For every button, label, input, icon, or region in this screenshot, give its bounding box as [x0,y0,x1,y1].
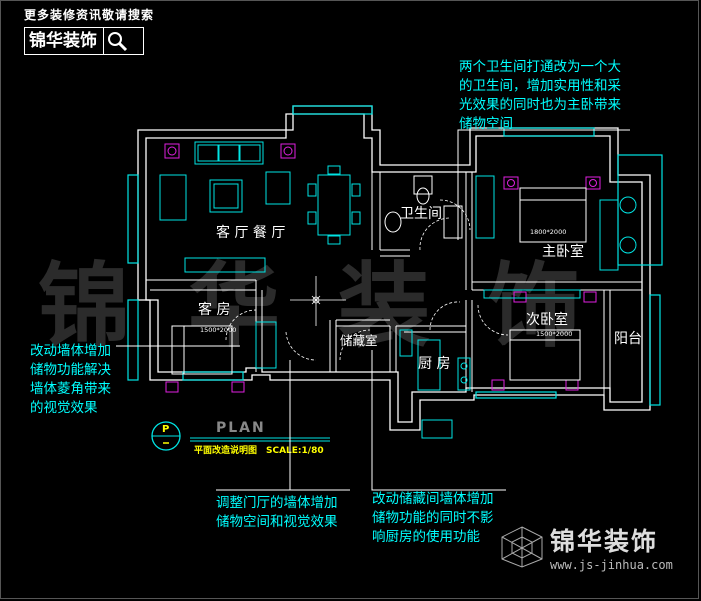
plan-axes [290,276,346,326]
note-storage: 改动储藏间墙体增加 储物功能的同时不影 响厨房的使用功能 [372,490,494,547]
kitchen-fixtures [399,329,471,439]
living-furniture [159,141,361,273]
bathroom-fixtures [384,175,495,239]
room-label-storage: 储藏室 [340,333,378,348]
bed-size-guest: 1500*2000 [200,326,236,334]
brand-header: 更多装修资讯敬请搜索 锦华装饰 [24,6,154,55]
plan-scale: SCALE:1/80 [266,446,324,456]
plan-symbol-letter: P [162,424,169,435]
room-label-master: 主卧室 [542,243,584,260]
room-label-balcony: 阳台 [614,331,642,347]
note-bathroom-line: 光效果的同时也为主卧带来 [459,97,621,113]
bed-dimensions: 1800*2000 1500*2000 1500*2000 [200,228,572,338]
note-guestroom-line: 的视觉效果 [30,400,98,416]
windows [127,105,663,406]
brand-name: 锦华装饰 [25,28,104,54]
plan-caption: 平面改造说明图 [194,444,257,456]
note-guestroom-line: 储物功能解决 [30,362,111,378]
bed-size-master: 1800*2000 [530,228,566,236]
note-guestroom-line: 改动墙体增加 [30,343,111,359]
room-label-guest: 客 房 [198,301,230,318]
note-bathroom: 两个卫生间打通改为一个大 的卫生间，增加实用性和采 光效果的同时也为主卧带来 储… [459,58,621,134]
brand-url[interactable]: www.js-jinhua.com [550,558,673,572]
annotation-leaders [116,129,630,491]
closets [255,196,637,391]
note-guestroom-line: 墙体菱角带来 [30,381,111,397]
brand-slogan: 更多装修资讯敬请搜索 [24,8,155,22]
bed-size-second: 1500*2000 [536,330,572,338]
room-label-kitchen: 厨 房 [418,356,450,372]
note-bathroom-line: 的卫生间，增加实用性和采 [459,78,621,94]
note-bathroom-line: 两个卫生间打通改为一个大 [459,59,621,75]
note-foyer-line: 储物空间和视觉效果 [216,514,338,530]
room-label-living: 客 厅 餐 厅 [216,224,285,241]
room-labels: 客 厅 餐 厅 卫生间 主卧室 客 房 次卧室 阳台 储藏室 厨 房 [198,206,642,372]
brand-logo-name: 锦华装饰 [550,527,659,556]
door-swings [225,199,509,361]
note-foyer-line: 调整门厅的墙体增加 [216,495,338,511]
search-icon[interactable] [104,28,130,54]
note-storage-line: 改动储藏间墙体增加 [372,491,494,507]
search-brand-box[interactable]: 锦华装饰 [24,27,144,55]
interior-walls [146,172,642,395]
note-guestroom: 改动墙体增加 储物功能解决 墙体菱角带来 的视觉效果 [30,342,111,418]
plan-heading: PLAN [216,420,266,436]
note-storage-line: 响厨房的使用功能 [372,529,480,545]
room-label-second: 次卧室 [526,311,568,328]
outer-walls [137,105,651,431]
beds [171,187,587,381]
room-label-bath: 卫生间 [400,206,442,222]
plan-title-block: P PLAN 平面改造说明图 SCALE:1/80 [151,420,330,456]
note-bathroom-line: 储物空间 [459,116,513,132]
brand-logo-bottom: 锦华装饰 www.js-jinhua.com [500,522,673,572]
note-storage-line: 储物功能的同时不影 [372,510,494,526]
plants [164,143,601,393]
cube-logo-icon [501,526,543,568]
note-foyer: 调整门厅的墙体增加 储物空间和视觉效果 [216,494,338,532]
